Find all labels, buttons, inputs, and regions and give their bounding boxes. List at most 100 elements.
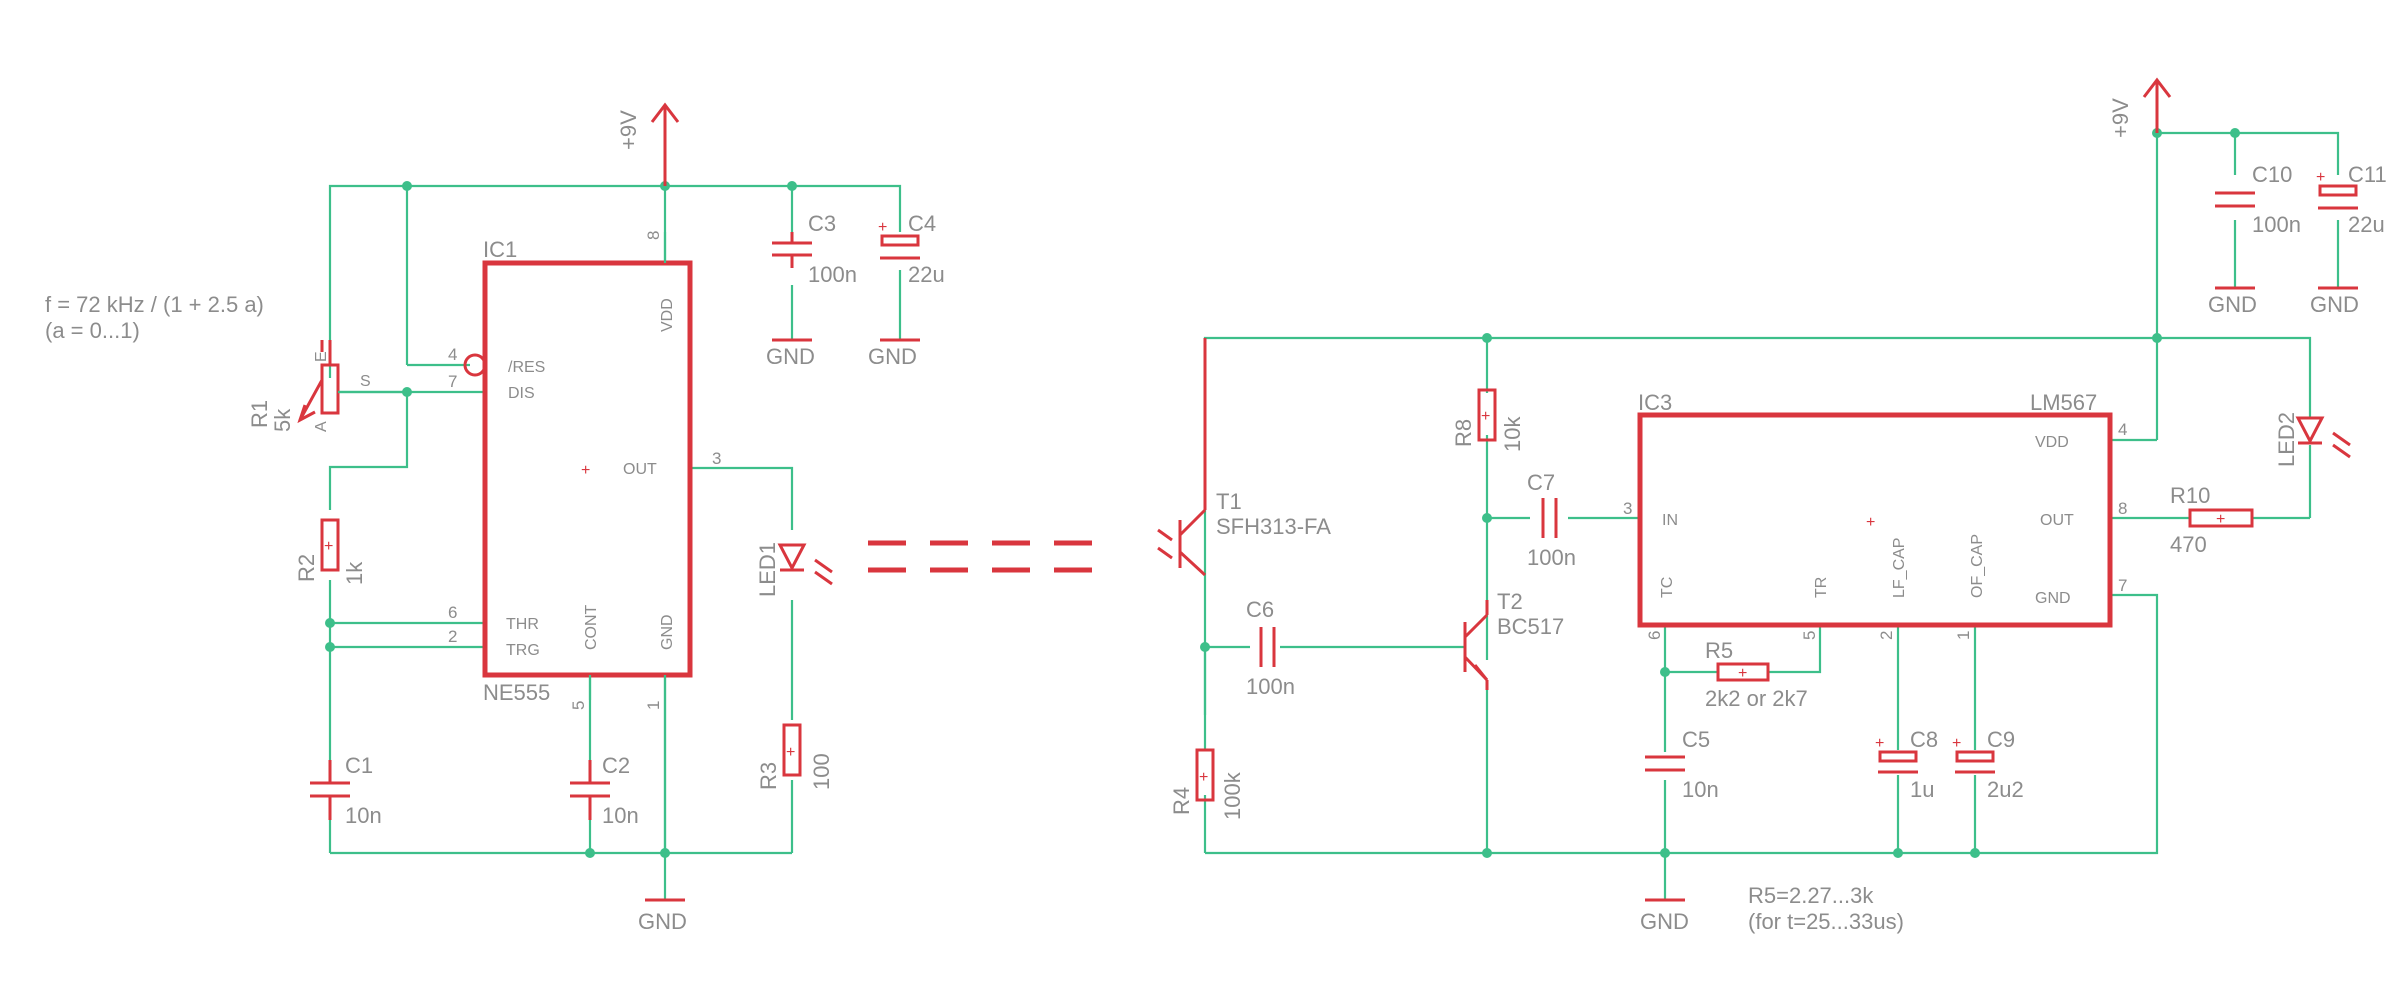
right-wires bbox=[1203, 100, 2340, 900]
c6-capacitor bbox=[1259, 627, 1276, 667]
t2-transistor bbox=[1463, 600, 1489, 690]
svg-text:+: + bbox=[786, 744, 795, 761]
t2-name: T2 bbox=[1497, 589, 1523, 614]
ic1-pinnum-cont: 5 bbox=[569, 701, 588, 710]
r1-value: 5k bbox=[270, 408, 295, 432]
ic1-pinnum-thr: 6 bbox=[448, 603, 457, 622]
c4-name: C4 bbox=[908, 211, 936, 236]
c9-capacitor: + bbox=[1952, 735, 1995, 774]
gnd-label-right: GND bbox=[1640, 909, 1689, 934]
gnd-label-c11: GND bbox=[2310, 292, 2359, 317]
ic3-name: IC3 bbox=[1638, 390, 1672, 415]
ic1-value: NE555 bbox=[483, 680, 550, 705]
r1-pin-s: S bbox=[360, 373, 371, 390]
ic3-pinnum-lf: 2 bbox=[1877, 631, 1896, 640]
c8-value: 1u bbox=[1910, 777, 1934, 802]
gnd-label-c4: GND bbox=[868, 344, 917, 369]
c8-capacitor: + bbox=[1875, 735, 1918, 774]
t1-value: SFH313-FA bbox=[1216, 514, 1331, 539]
ic3-pinnum-gnd: 7 bbox=[2118, 576, 2127, 595]
c9-value: 2u2 bbox=[1987, 777, 2024, 802]
c7-capacitor bbox=[1541, 498, 1558, 538]
svg-text:+: + bbox=[1875, 735, 1884, 752]
ic3-pinnum-out: 8 bbox=[2118, 499, 2127, 518]
ic1-pin-dis: DIS bbox=[508, 385, 535, 402]
c2-value: 10n bbox=[602, 803, 639, 828]
ic3-pinnum-vdd: 4 bbox=[2118, 420, 2127, 439]
ic1-pin-vdd: VDD bbox=[659, 298, 676, 332]
c1-capacitor bbox=[310, 760, 350, 820]
ic1-pin-out: OUT bbox=[623, 461, 657, 478]
ic1-pin-trg: TRG bbox=[506, 642, 540, 659]
r5-value: 2k2 or 2k7 bbox=[1705, 686, 1808, 711]
ic3-pin-in: IN bbox=[1662, 512, 1678, 529]
c10-value: 100n bbox=[2252, 212, 2301, 237]
svg-text:+: + bbox=[1199, 769, 1208, 786]
ic1-pinnum-dis: 7 bbox=[448, 372, 457, 391]
led1-name: LED1 bbox=[755, 542, 780, 597]
gnd-label-c10: GND bbox=[2208, 292, 2257, 317]
vcc-label-right: +9V bbox=[2108, 98, 2133, 138]
ic1-pin-gnd: GND bbox=[659, 614, 676, 650]
ic1-pinnum-vdd: 8 bbox=[644, 231, 663, 240]
svg-text:+: + bbox=[581, 462, 590, 479]
right-junctions bbox=[1200, 128, 2240, 858]
ic3-pinnum-tc: 6 bbox=[1645, 631, 1664, 640]
r1-pin-e: E bbox=[313, 351, 330, 362]
r10-name: R10 bbox=[2170, 483, 2210, 508]
ic3-lm567: + bbox=[1637, 412, 2113, 628]
svg-text:+: + bbox=[1738, 665, 1747, 682]
c7-value: 100n bbox=[1527, 545, 1576, 570]
vcc-arrow-right bbox=[2142, 77, 2172, 133]
ic3-pin-of: OF_CAP bbox=[1969, 534, 1986, 598]
left-wires bbox=[328, 184, 902, 900]
c10-name: C10 bbox=[2252, 162, 2292, 187]
left-junctions bbox=[325, 181, 797, 858]
ic3-pin-tr: TR bbox=[1813, 577, 1830, 598]
c9-name: C9 bbox=[1987, 727, 2015, 752]
gnd-label-left: GND bbox=[638, 909, 687, 934]
gnd-symbols bbox=[645, 286, 2358, 902]
ic3-pinnum-of: 1 bbox=[1954, 631, 1973, 640]
ic1-pin-res: /RES bbox=[508, 359, 545, 376]
r8-name: R8 bbox=[1451, 419, 1476, 447]
ic1-pin-thr: THR bbox=[506, 616, 539, 633]
ic1-ne555: + bbox=[463, 232, 693, 853]
gnd-label-c3: GND bbox=[766, 344, 815, 369]
c11-value: 22u bbox=[2348, 212, 2385, 237]
c3-value: 100n bbox=[808, 262, 857, 287]
c4-capacitor: + bbox=[878, 219, 920, 260]
c5-value: 10n bbox=[1682, 777, 1719, 802]
led1-icon bbox=[777, 543, 833, 586]
svg-text:+: + bbox=[1866, 514, 1875, 531]
r2-resistor: + bbox=[320, 518, 340, 572]
c2-name: C2 bbox=[602, 753, 630, 778]
svg-text:+: + bbox=[2316, 169, 2325, 186]
ic1-pinnum-out: 3 bbox=[712, 449, 721, 468]
ic3-pinnum-tr: 5 bbox=[1800, 631, 1819, 640]
ic3-pin-lf: LF_CAP bbox=[1891, 538, 1908, 598]
ic3-pin-tc: TC bbox=[1659, 577, 1676, 598]
c10-capacitor bbox=[2215, 191, 2255, 208]
r2-value: 1k bbox=[342, 561, 367, 585]
r3-name: R3 bbox=[756, 762, 781, 790]
r5-note-line2: (for t=25...33us) bbox=[1748, 909, 1904, 934]
r8-resistor: + bbox=[1477, 388, 1497, 442]
c1-name: C1 bbox=[345, 753, 373, 778]
r1-potentiometer bbox=[297, 340, 407, 424]
c8-name: C8 bbox=[1910, 727, 1938, 752]
svg-text:+: + bbox=[1481, 408, 1490, 425]
r2-name: R2 bbox=[294, 554, 319, 582]
ir-link bbox=[868, 540, 1110, 573]
t1-name: T1 bbox=[1216, 489, 1242, 514]
c6-value: 100n bbox=[1246, 674, 1295, 699]
led2-icon bbox=[2295, 416, 2351, 459]
r5-note-line1: R5=2.27...3k bbox=[1748, 883, 1874, 908]
c4-value: 22u bbox=[908, 262, 945, 287]
ic1-pin-cont: CONT bbox=[583, 604, 600, 650]
ic1-pinnum-gnd: 1 bbox=[644, 701, 663, 710]
ic1-name: IC1 bbox=[483, 237, 517, 262]
r4-resistor: + bbox=[1195, 748, 1215, 802]
ic3-pin-gnd: GND bbox=[2035, 590, 2071, 607]
svg-text:+: + bbox=[1952, 735, 1961, 752]
